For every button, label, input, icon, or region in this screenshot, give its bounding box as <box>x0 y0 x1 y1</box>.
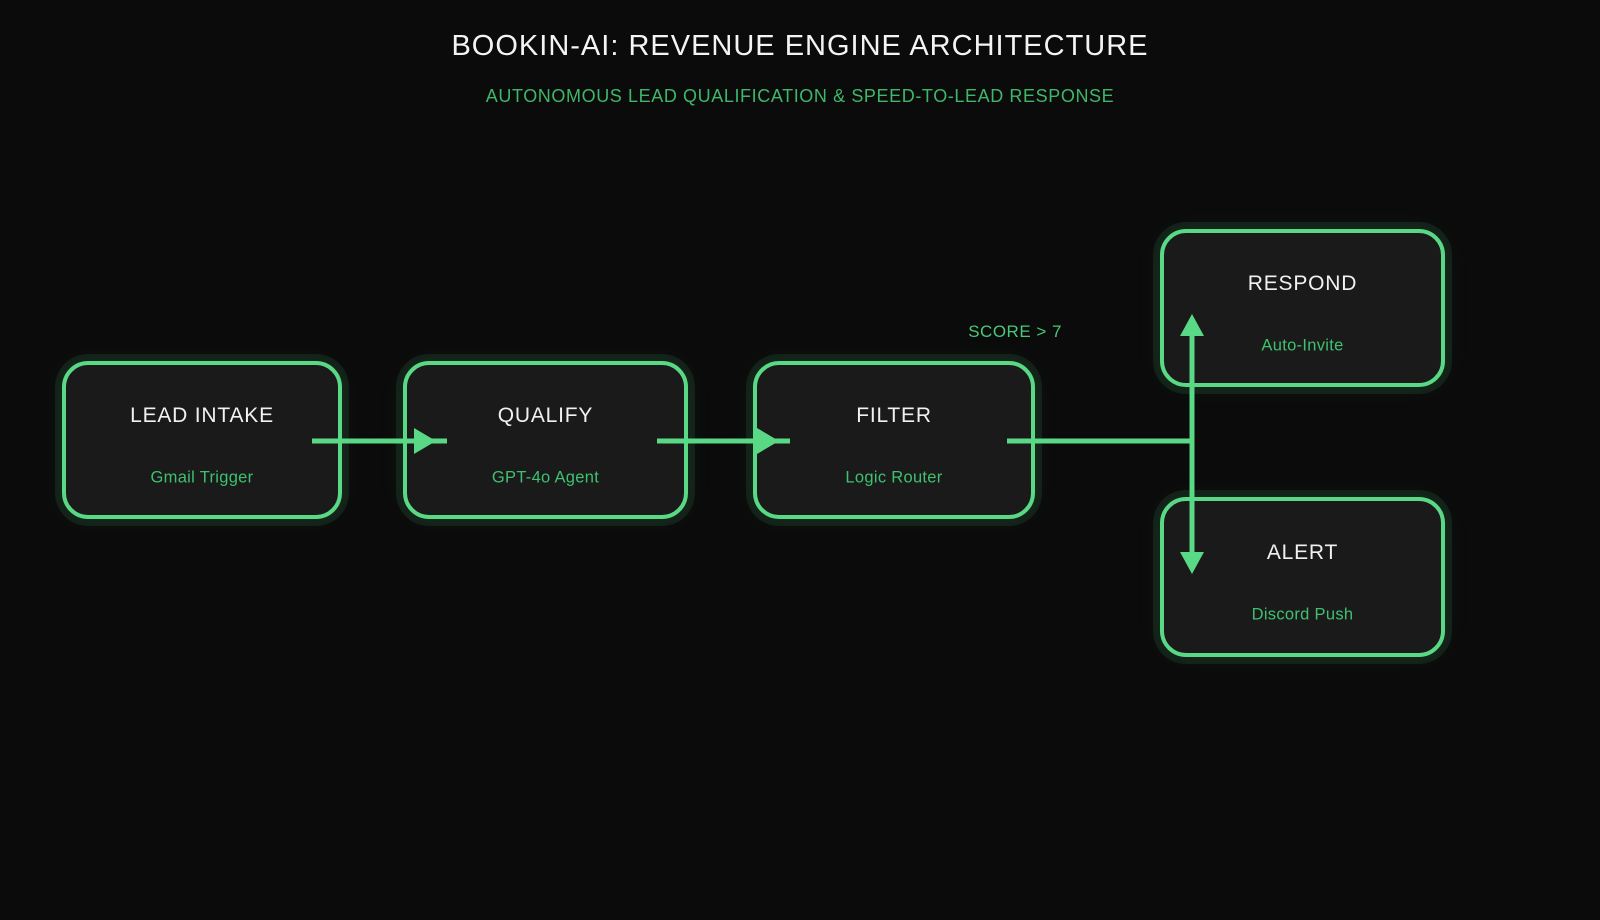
node-alert-label: ALERT <box>1266 540 1339 564</box>
node-alert: ALERT Discord Push <box>1160 497 1445 657</box>
node-qualify-label: QUALIFY <box>497 404 594 427</box>
diagram-subtitle: AUTONOMOUS LEAD QUALIFICATION & SPEED-TO… <box>485 86 1115 106</box>
edge-label-score: SCORE > 7 <box>968 322 1062 341</box>
node-lead-intake: LEAD INTAKE Gmail Trigger <box>62 361 342 519</box>
node-qualify: QUALIFY GPT-4o Agent <box>403 361 688 519</box>
node-respond-label: RESPOND <box>1247 272 1358 295</box>
node-qualify-sublabel: GPT-4o Agent <box>491 468 600 486</box>
node-filter: FILTER Logic Router <box>753 361 1035 519</box>
node-lead-intake-sublabel: Gmail Trigger <box>150 468 254 486</box>
node-filter-label: FILTER <box>856 404 932 427</box>
node-alert-sublabel: Discord Push <box>1251 605 1354 624</box>
diagram-title: BOOKIN-AI: REVENUE ENGINE ARCHITECTURE <box>451 30 1149 62</box>
node-lead-intake-label: LEAD INTAKE <box>130 404 274 427</box>
node-filter-sublabel: Logic Router <box>845 468 943 486</box>
node-respond: RESPOND Auto-Invite <box>1160 229 1445 387</box>
node-respond-sublabel: Auto-Invite <box>1261 336 1344 354</box>
